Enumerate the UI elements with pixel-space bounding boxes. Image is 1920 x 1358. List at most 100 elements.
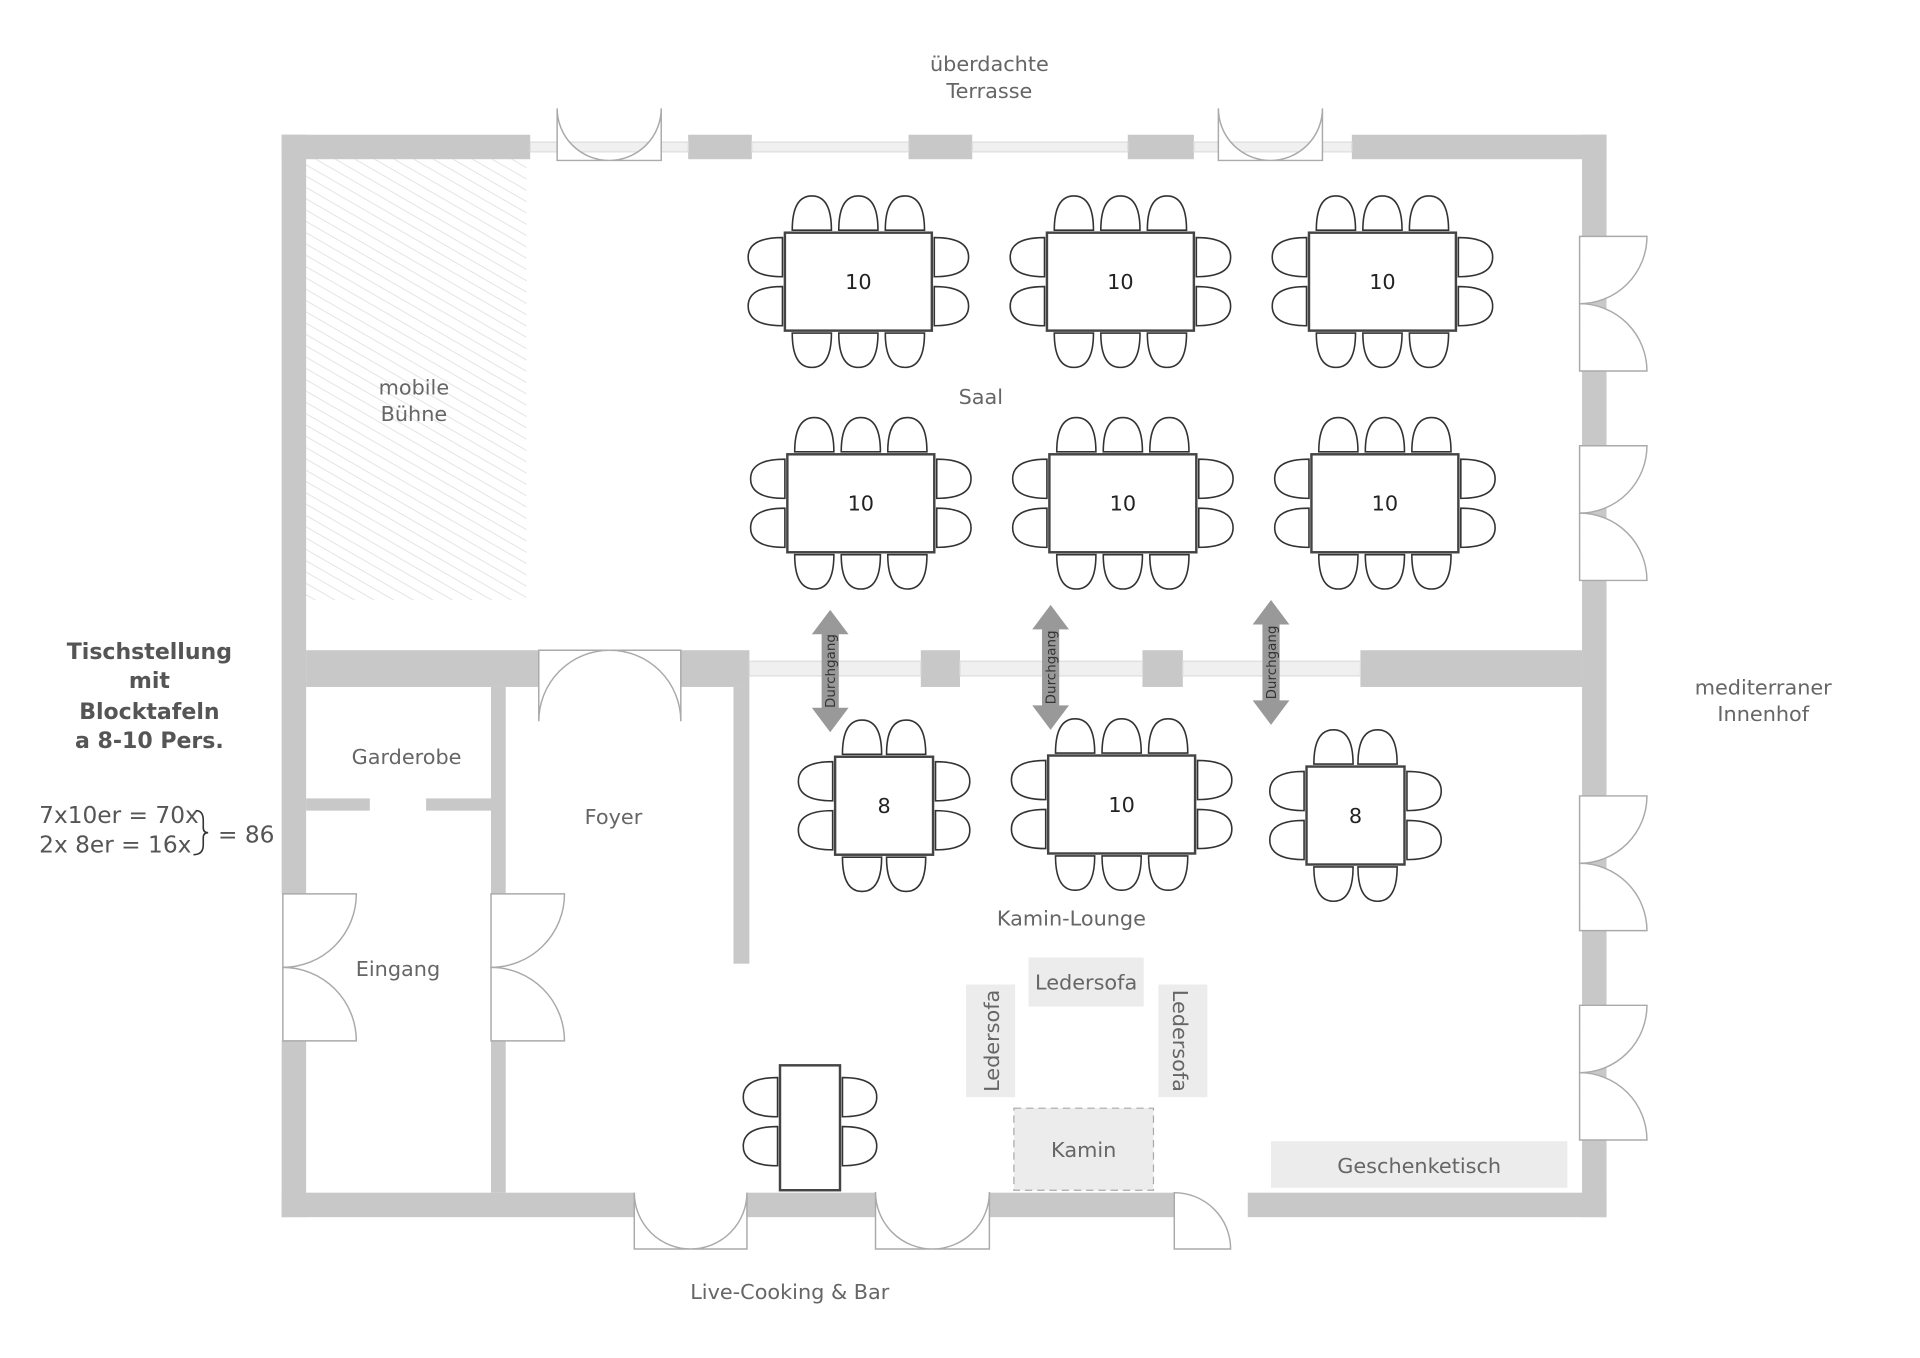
door [1173, 1191, 1232, 1250]
live-cooking-label: Live-Cooking & Bar [690, 1280, 890, 1304]
leather-sofa-label: Ledersofa [1168, 990, 1192, 1092]
table-capacity: 8 [1349, 804, 1362, 828]
chair [1273, 507, 1310, 549]
dining-table: 8 [1268, 729, 1443, 903]
chair [1146, 195, 1188, 232]
chair [1460, 507, 1496, 549]
chair [793, 416, 835, 453]
chair [1362, 332, 1403, 369]
chair [1411, 416, 1452, 453]
doors [282, 108, 1648, 1250]
chair [1457, 285, 1494, 327]
chair [1357, 866, 1398, 903]
chair [1053, 195, 1095, 232]
table-top [1045, 231, 1196, 332]
chair [1197, 458, 1234, 500]
chair [1054, 855, 1096, 892]
chair [841, 1125, 878, 1167]
chair [747, 236, 784, 278]
chair [1011, 507, 1048, 549]
dining-table: 10 [1271, 195, 1494, 369]
dining-table: 8 [797, 719, 971, 893]
legend-line-1: 7x10er = 70x [39, 802, 199, 829]
chair [1268, 819, 1305, 861]
chair [935, 458, 972, 500]
chair [1100, 332, 1141, 369]
legend-title: a 8-10 Pers. [75, 729, 224, 754]
table-capacity: 10 [1108, 793, 1134, 817]
chair [1054, 717, 1096, 754]
chair [1196, 759, 1233, 801]
chair [1364, 416, 1406, 453]
table-top [1046, 754, 1197, 855]
leather-sofa-label: Ledersofa [980, 990, 1004, 1092]
chair [1357, 729, 1398, 765]
double-door [282, 893, 358, 1042]
chair [1009, 236, 1046, 278]
chair [933, 285, 970, 327]
dining-table: 10 [1009, 195, 1232, 369]
chair [837, 195, 879, 232]
double-door [1578, 235, 1648, 372]
courtyard-label: mediterraner [1695, 675, 1832, 699]
leather-sofa-left [966, 984, 1016, 1098]
chair [1146, 332, 1188, 369]
chair [840, 416, 882, 453]
mobile-stage [306, 159, 527, 601]
chair [1147, 855, 1189, 892]
cloakroom-label: Garderobe [352, 745, 462, 769]
chair [884, 195, 926, 232]
legend-title: mit [129, 669, 171, 694]
chair [1147, 717, 1189, 754]
chair [840, 553, 882, 590]
chair [791, 332, 833, 369]
legend-line-2: 2x 8er = 16x [39, 831, 191, 858]
table-top [1048, 453, 1198, 554]
double-door [556, 108, 662, 162]
chair [1411, 553, 1452, 590]
table-capacity: 10 [848, 492, 874, 516]
chair [1457, 236, 1494, 278]
legend: Tischstellung mit Blocktafeln a 8-10 Per… [39, 640, 274, 858]
chair [1460, 458, 1496, 500]
passage-arrow: Durchgang [1032, 604, 1069, 730]
chair [1195, 236, 1232, 278]
table-capacity: 10 [1110, 492, 1136, 516]
stage-label: mobile [379, 375, 450, 399]
double-door [1578, 795, 1648, 932]
bar-table [742, 1064, 878, 1192]
double-door [1217, 108, 1324, 162]
chair [1055, 553, 1097, 590]
leather-sofa-right [1158, 984, 1208, 1098]
chair [885, 856, 927, 893]
chair [886, 416, 928, 453]
chair [1100, 195, 1141, 232]
chair [742, 1076, 779, 1118]
dining-table: 10 [1011, 416, 1234, 590]
chair [933, 236, 970, 278]
chair [1268, 770, 1305, 812]
chair [1317, 416, 1359, 453]
chair [1406, 819, 1443, 861]
chair [884, 332, 926, 369]
passage-arrow: Durchgang [1252, 600, 1290, 725]
chair [886, 553, 928, 590]
table-top [783, 231, 934, 332]
dining-table: 10 [749, 416, 972, 590]
double-door [874, 1192, 991, 1250]
chair [885, 719, 927, 756]
chair [1408, 195, 1450, 232]
foyer-label: Foyer [585, 805, 643, 829]
table-capacity: 10 [1369, 270, 1395, 294]
chair [1317, 553, 1359, 590]
chair [1053, 332, 1095, 369]
chair [1313, 729, 1354, 765]
passage-label: Durchgang [1045, 630, 1060, 704]
chair [747, 285, 784, 327]
chair [1102, 553, 1144, 590]
table-top [833, 755, 935, 856]
chair [1196, 808, 1233, 850]
chair [1010, 759, 1047, 801]
gift-table-label: Geschenketisch [1337, 1154, 1501, 1178]
